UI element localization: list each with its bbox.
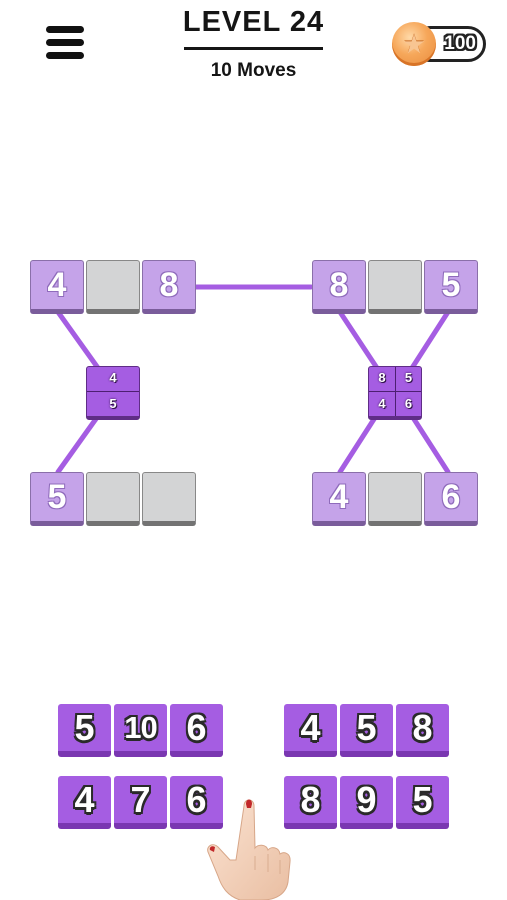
number-piece[interactable]: 4: [58, 776, 111, 829]
number-piece[interactable]: 4: [284, 704, 337, 757]
board-slot[interactable]: 8: [312, 260, 366, 314]
board-slot[interactable]: 5: [30, 472, 84, 526]
board-slot[interactable]: 8: [142, 260, 196, 314]
hub-value: 4: [109, 370, 117, 385]
number-piece[interactable]: 10: [114, 704, 167, 757]
connector-line: [337, 413, 379, 475]
connector-line: [409, 413, 451, 475]
number-piece[interactable]: 9: [340, 776, 393, 829]
board-slot-empty[interactable]: [368, 260, 422, 314]
board-slot-empty[interactable]: [142, 472, 196, 526]
hub-value: 5: [109, 396, 117, 411]
board-slot[interactable]: 4: [312, 472, 366, 526]
number-piece[interactable]: 5: [58, 704, 111, 757]
right-hub: 8 5 4 6: [368, 366, 422, 420]
title-divider: [184, 47, 323, 50]
hub-value: 8: [378, 370, 386, 385]
connector-line: [409, 309, 451, 371]
number-piece[interactable]: 7: [114, 776, 167, 829]
level-title: LEVEL 24: [182, 6, 325, 38]
coin-count: 100: [444, 33, 476, 54]
coin-star-icon: ★: [392, 22, 436, 66]
board-slot-empty[interactable]: [86, 472, 140, 526]
hub-value: 5: [404, 370, 413, 385]
left-hub: 4 5: [86, 366, 140, 420]
connector-line: [337, 309, 380, 371]
hub-value: 4: [378, 396, 386, 411]
hub-value: 6: [404, 396, 413, 411]
moves-counter: 10 Moves: [210, 60, 297, 81]
number-piece[interactable]: 6: [170, 776, 223, 829]
board-slot-empty[interactable]: [86, 260, 140, 314]
connector-line: [55, 309, 101, 371]
pointing-hand-icon: [207, 799, 291, 900]
connector-line: [55, 413, 101, 475]
number-piece[interactable]: 8: [284, 776, 337, 829]
number-piece[interactable]: 8: [396, 704, 449, 757]
hamburger-menu-icon[interactable]: [46, 24, 84, 60]
board-slot[interactable]: 6: [424, 472, 478, 526]
number-piece[interactable]: 5: [396, 776, 449, 829]
number-piece[interactable]: 6: [170, 704, 223, 757]
board-slot-empty[interactable]: [368, 472, 422, 526]
number-piece[interactable]: 5: [340, 704, 393, 757]
board-slot[interactable]: 5: [424, 260, 478, 314]
board-slot[interactable]: 4: [30, 260, 84, 314]
